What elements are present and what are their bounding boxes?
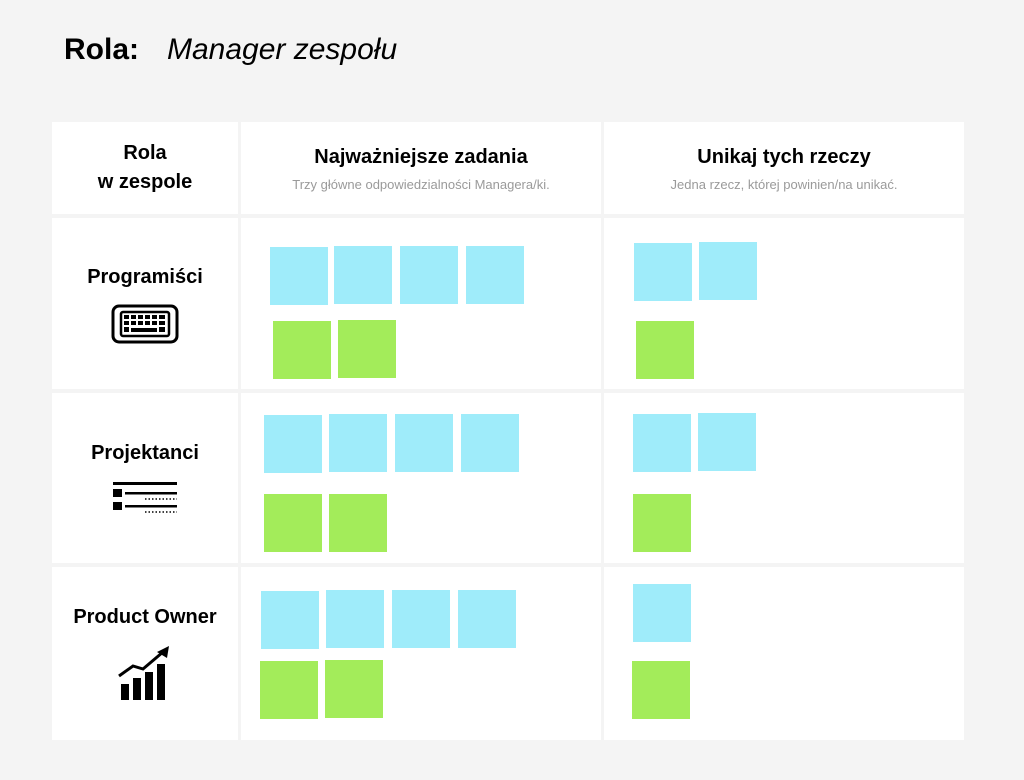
sticky-note-blue[interactable] [634,243,692,301]
header-tasks-title: Najważniejsze zadania [314,145,528,168]
header-role-line2: w zespole [97,171,193,193]
sticky-note-blue[interactable] [461,414,519,472]
sticky-note-blue[interactable] [270,247,328,305]
sticky-note-green[interactable] [273,321,331,379]
sticky-note-green[interactable] [329,494,387,552]
sticky-note-blue[interactable] [633,414,691,472]
sticky-note-blue[interactable] [458,590,516,648]
avoid-cell-product-owner [604,567,964,740]
sticky-note-blue[interactable] [334,246,392,304]
sticky-note-blue[interactable] [400,246,458,304]
role-label: Programiści [87,265,203,288]
title-value: Manager zespołu [167,33,398,66]
growth-chart-icon [118,645,169,700]
role-label: Projektanci [91,442,199,464]
sticky-note-blue[interactable] [326,590,384,648]
sticky-note-green[interactable] [633,494,691,552]
sticky-note-blue[interactable] [698,413,756,471]
sticky-note-blue[interactable] [261,591,319,649]
header-tasks-subtitle: Trzy główne odpowiedzialności Managera/k… [292,176,550,192]
sticky-note-green[interactable] [632,661,690,719]
sticky-note-blue[interactable] [392,590,450,648]
sticky-note-blue[interactable] [699,242,757,300]
page-title: Rola: Manager zespołu [64,30,397,70]
sticky-note-blue[interactable] [329,414,387,472]
header-tasks: Najważniejsze zadania Trzy główne odpowi… [241,122,601,214]
avoid-cell-programisci [604,218,964,389]
header-avoid: Unikaj tych rzeczy Jedna rzecz, której p… [604,122,964,214]
keyboard-icon [111,304,179,343]
role-cell-projektanci: Projektanci [52,393,238,563]
tasks-cell-projektanci [241,393,601,563]
sticky-note-green[interactable] [264,494,322,552]
role-cell-product-owner: Product Owner [52,567,238,740]
role-label: Product Owner [73,605,217,628]
tasks-cell-product-owner [241,567,601,740]
sticky-note-blue[interactable] [395,414,453,472]
sticky-note-green[interactable] [338,320,396,378]
header-avoid-title: Unikaj tych rzeczy [697,145,871,168]
sticky-note-blue[interactable] [633,584,691,642]
sticky-note-green[interactable] [325,660,383,718]
role-board: Rola w zespole Najważniejsze zadania Trz… [52,122,964,740]
sticky-note-green[interactable] [260,661,318,719]
avoid-cell-projektanci [604,393,964,563]
tasks-cell-programisci [241,218,601,389]
sticky-note-blue[interactable] [264,415,322,473]
role-cell-programisci: Programiści [52,218,238,389]
header-role-line1: Rola [123,142,167,164]
sticky-note-green[interactable] [636,321,694,379]
header-avoid-subtitle: Jedna rzecz, której powinien/na unikać. [670,176,898,192]
sticky-note-blue[interactable] [466,246,524,304]
text-lines-icon [113,482,177,513]
header-role: Rola w zespole [52,122,238,214]
title-label: Rola: [64,33,139,66]
